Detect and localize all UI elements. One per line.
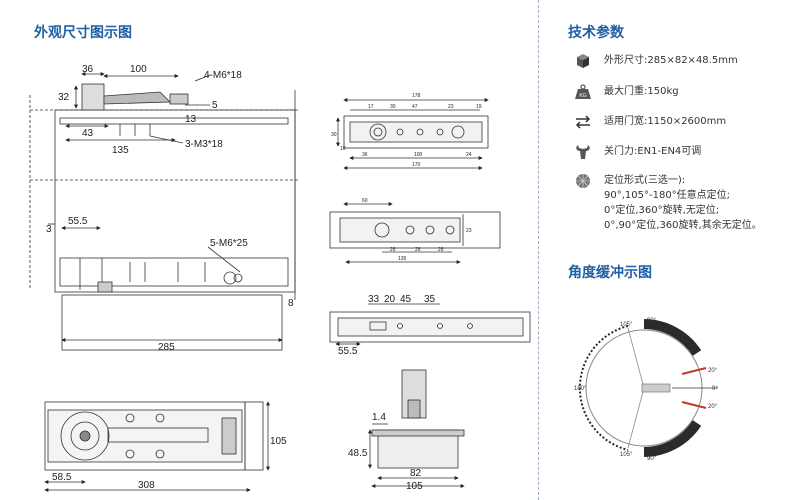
wrench-icon	[576, 145, 590, 159]
spec-dimensions-text: 外形尺寸:285×82×48.5mm	[604, 55, 738, 66]
top-view-2	[329, 202, 501, 264]
angle-20-top: 20°	[708, 368, 718, 374]
dim-26a: 26	[390, 247, 396, 253]
door-arm	[641, 383, 671, 393]
bottom-view	[44, 401, 270, 492]
spec-door-width-text: 适用门宽:1150×2600mm	[604, 116, 727, 127]
kg-weight-icon: KG	[575, 84, 591, 99]
dimension-drawing: 36 100 4-M6*18 32 5 13 43 3-M3*18 135 3 …	[29, 64, 531, 492]
dim-1-4: 1.4	[372, 412, 386, 423]
dim-3: 3	[46, 224, 52, 235]
dim-23: 23	[448, 104, 454, 110]
spec-closing-force-text: 关门力:EN1-EN4可调	[604, 146, 702, 157]
dim-60: 60	[362, 198, 368, 204]
spec-positioning-line: 0°定位,360°旋转,无定位;	[604, 205, 720, 216]
dim-20: 20	[384, 294, 396, 305]
dim-17: 17	[368, 104, 374, 110]
dim-45: 45	[400, 294, 412, 305]
angle-180: 180°	[574, 386, 587, 392]
dim-32: 32	[58, 92, 70, 103]
dim-285: 285	[158, 342, 175, 353]
column-divider	[538, 0, 539, 500]
dim-26c: 26	[438, 247, 444, 253]
spec-max-weight-text: 最大门重:150kg	[604, 86, 679, 97]
dim-48-5: 48.5	[348, 448, 368, 459]
angle-90-bottom: 90°	[647, 456, 657, 462]
buffer-arrows	[681, 367, 707, 409]
dim-bottom-105: 105	[270, 436, 287, 447]
dim-19: 19	[476, 104, 482, 110]
dim-13: 13	[185, 114, 197, 125]
dim-178: 178	[412, 93, 421, 99]
dim-135: 135	[112, 145, 129, 156]
dim-55-5-tv3: 55.5	[338, 346, 358, 357]
front-view	[29, 72, 300, 351]
top-view-1	[336, 98, 489, 170]
dim-30a: 30	[390, 104, 396, 110]
position-wheel-icon	[576, 174, 590, 188]
tech-specs-title: 技术参数	[568, 25, 624, 41]
angle-90-top: 90°	[647, 318, 657, 324]
spec-positioning-text: 定位形式(三选一):	[604, 175, 686, 186]
dim-3-m3-18: 3-M3*18	[185, 139, 223, 150]
dim-55-5-label: 55.5	[68, 216, 88, 227]
buffer-band-left	[578, 325, 629, 451]
dim-5-m6-25: 5-M6*25	[210, 238, 248, 249]
dim-36: 36	[82, 64, 94, 75]
box-icon	[577, 54, 589, 68]
dim-30b: 30	[331, 132, 337, 138]
dim-43: 43	[82, 128, 94, 139]
dim-47: 47	[412, 104, 418, 110]
angle-105-bottom: 105°	[620, 452, 633, 458]
buffer-band-bottom	[643, 420, 702, 457]
buffer-band-top	[643, 319, 702, 356]
angle-buffer-chart: 90° 105° 180° 20° 0° 20° 105° 90°	[574, 318, 718, 462]
dim-8: 8	[288, 298, 294, 309]
dim-100-top: 100	[414, 152, 423, 158]
dim-4-m6-18: 4-M6*18	[204, 70, 242, 81]
angle-buffer-title: 角度缓冲示图	[568, 265, 652, 281]
end-view	[368, 369, 465, 488]
dim-135-tv2: 135	[398, 256, 407, 262]
svg-text:KG: KG	[579, 93, 586, 99]
spec-positioning-line: 90°,105°-180°任意点定位;	[604, 190, 731, 201]
angle-0: 0°	[712, 386, 718, 392]
spec-positioning-line: 0°,90°定位,360旋转,其余无定位。	[604, 220, 762, 231]
dim-24: 24	[466, 152, 472, 158]
width-arrows-icon	[575, 115, 591, 129]
dim-26b: 26	[415, 247, 421, 253]
dimension-drawing-title: 外观尺寸图示图	[34, 25, 132, 41]
dim-170: 170	[412, 162, 421, 168]
dim-33: 33	[368, 294, 380, 305]
dim-23-tv2: 23	[466, 228, 472, 234]
dim-58-5: 58.5	[52, 472, 72, 483]
dim-end-105: 105	[406, 481, 423, 492]
dim-308: 308	[138, 480, 155, 491]
angle-20-bottom: 20°	[708, 404, 718, 410]
top-view-3	[329, 303, 531, 346]
angle-105-top: 105°	[620, 322, 633, 328]
dim-35: 35	[424, 294, 436, 305]
dim-5: 5	[212, 100, 218, 111]
dim-100: 100	[130, 64, 147, 75]
dim-36-top: 36	[362, 152, 368, 158]
dim-10: 10	[340, 146, 346, 152]
dim-82: 82	[410, 468, 422, 479]
